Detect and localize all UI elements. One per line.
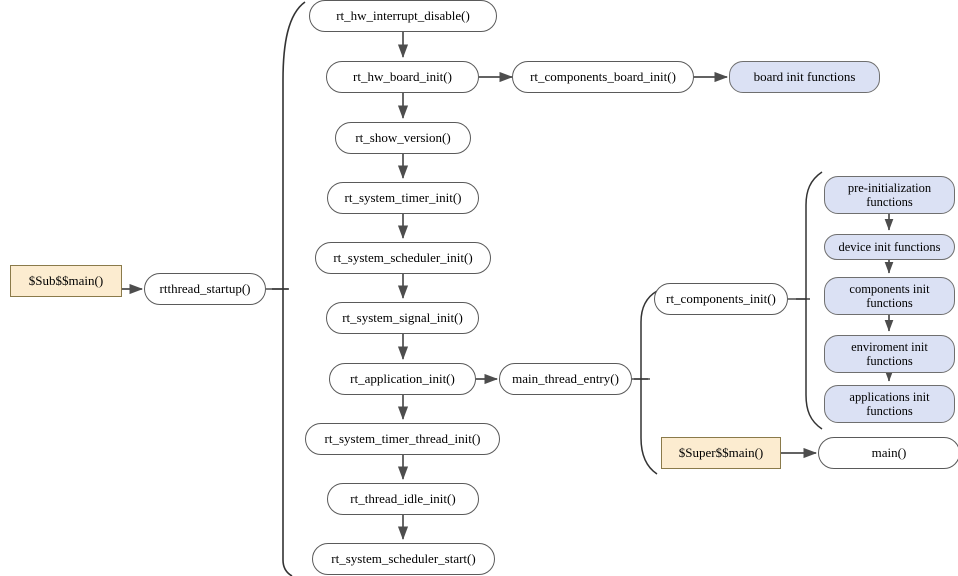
node-rt-components-init[interactable]: rt_components_init() (654, 283, 788, 315)
node-rt-components-board-init[interactable]: rt_components_board_init() (512, 61, 694, 93)
node-device-init-functions[interactable]: device init functions (824, 234, 955, 260)
node-enviroment-init-functions[interactable]: enviroment init functions (824, 335, 955, 373)
brace-main-thread-entry-group (640, 290, 658, 475)
node-rt-system-timer-thread-init[interactable]: rt_system_timer_thread_init() (305, 423, 500, 455)
node-sub-main[interactable]: $Sub$$main() (10, 265, 122, 297)
node-rt-hw-interrupt-disable[interactable]: rt_hw_interrupt_disable() (309, 0, 497, 32)
node-pre-initialization-functions[interactable]: pre-initialization functions (824, 176, 955, 214)
node-rt-hw-board-init[interactable]: rt_hw_board_init() (326, 61, 479, 93)
node-rt-system-signal-init[interactable]: rt_system_signal_init() (326, 302, 479, 334)
node-board-init-functions[interactable]: board init functions (729, 61, 880, 93)
brace-init-functions-group (805, 171, 823, 430)
node-applications-init-functions[interactable]: applications init functions (824, 385, 955, 423)
node-rt-system-scheduler-init[interactable]: rt_system_scheduler_init() (315, 242, 491, 274)
node-components-init-functions[interactable]: components init functions (824, 277, 955, 315)
node-main-thread-entry[interactable]: main_thread_entry() (499, 363, 632, 395)
node-rt-system-scheduler-start[interactable]: rt_system_scheduler_start() (312, 543, 495, 575)
brace-startup-chain (282, 1, 306, 576)
node-rt-application-init[interactable]: rt_application_init() (329, 363, 476, 395)
node-rt-show-version[interactable]: rt_show_version() (335, 122, 471, 154)
node-main[interactable]: main() (818, 437, 958, 469)
node-rt-system-timer-init[interactable]: rt_system_timer_init() (327, 182, 479, 214)
node-rtthread-startup[interactable]: rtthread_startup() (144, 273, 266, 305)
node-super-main[interactable]: $Super$$main() (661, 437, 781, 469)
node-rt-thread-idle-init[interactable]: rt_thread_idle_init() (327, 483, 479, 515)
